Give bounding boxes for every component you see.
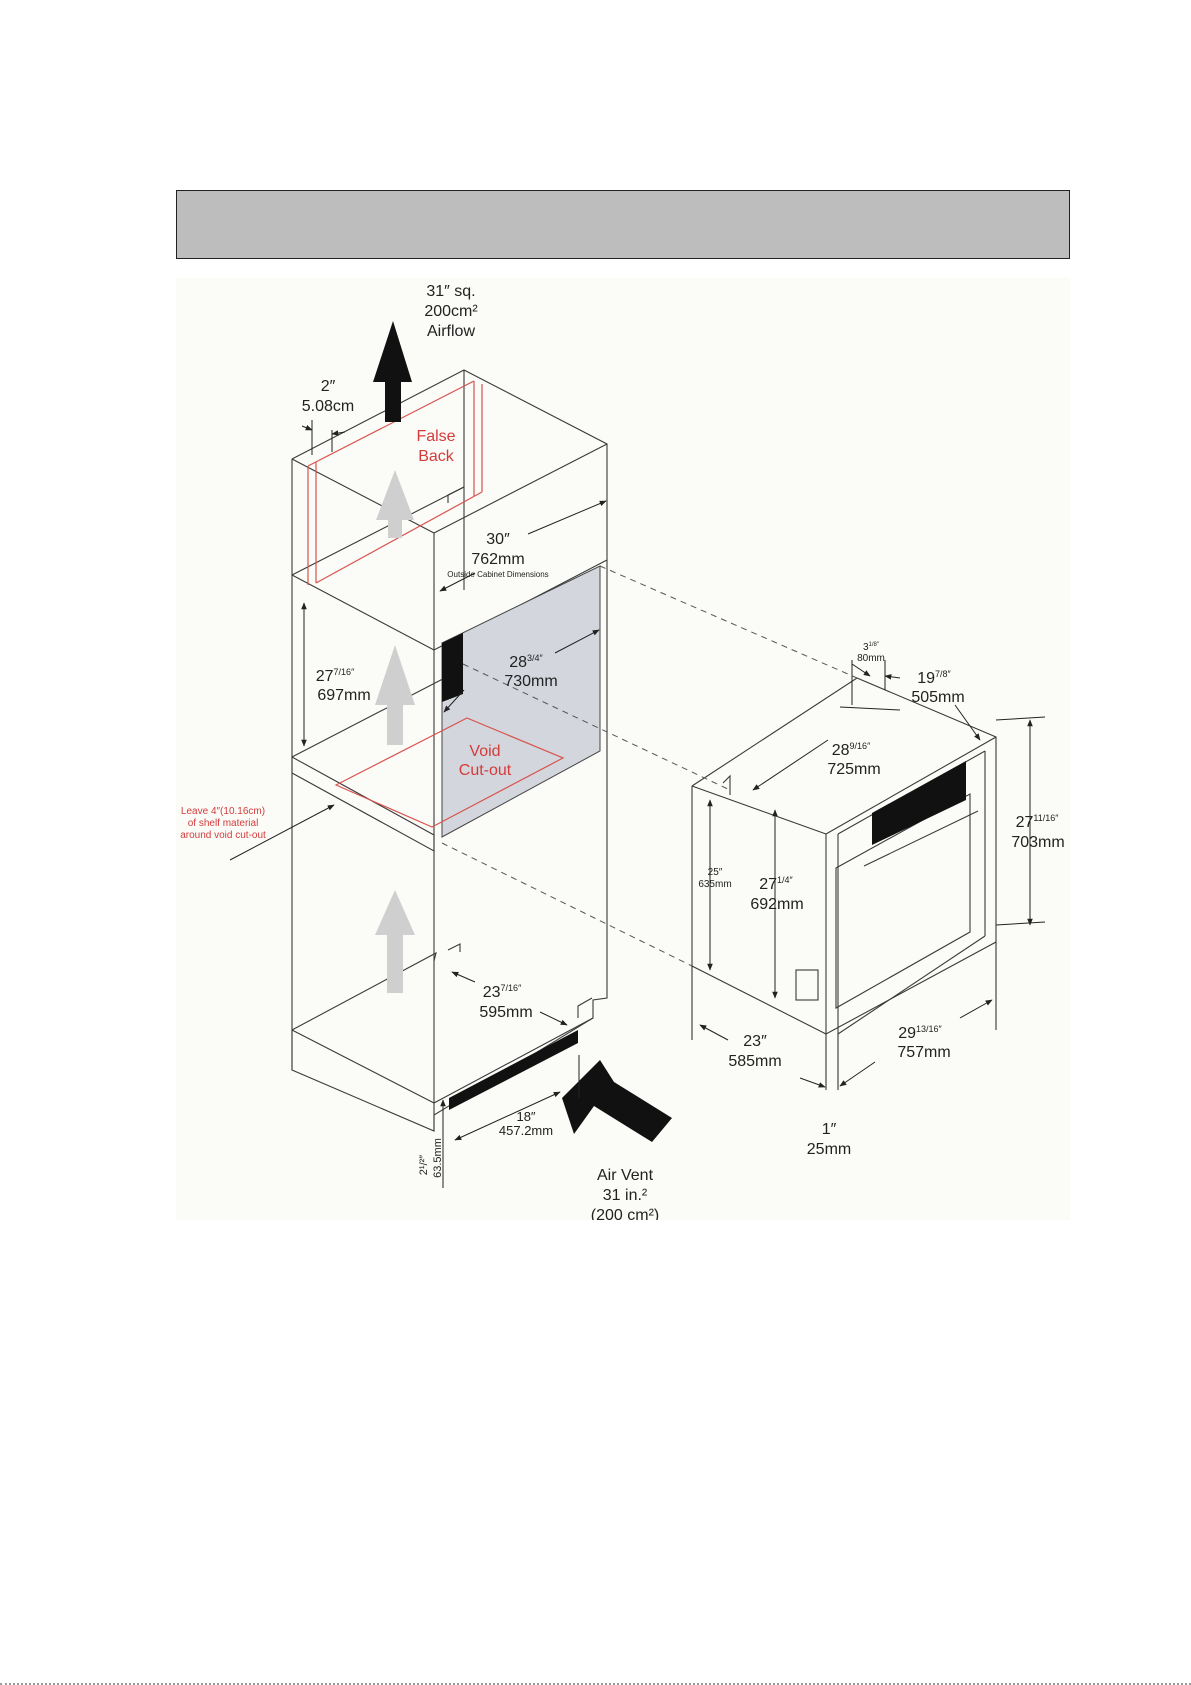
airflow-arrow-lower [375,890,415,993]
cabinet-width-imperial: 30″ [486,531,510,548]
oven-side-height-imperial: 25″ [708,867,723,878]
oven-depth-metric: 585mm [728,1053,781,1070]
void-outline [334,717,565,828]
shelf-note-line1: Leave 4″(10.16cm) [181,806,265,817]
cutout-width-whole: 28 [509,654,527,671]
top-vent-line2: 200cm² [424,303,478,320]
cutout-height-metric: 697mm [317,687,370,704]
exhaust-arrow [373,321,412,422]
cutout-window [441,565,601,838]
door-thickness-metric: 25mm [807,1141,851,1158]
header-bar [176,190,1070,259]
oven-top-width-label: 197/8″ [917,669,951,687]
oven-height-total-frac: 11/16″ [1033,813,1059,823]
oven-depth-top-whole: 28 [832,742,850,759]
oven-body-height-label: 271/4″ [759,875,793,893]
cutout-width-label: 283/4″ [509,653,543,671]
shelf-note-line3: around void cut-out [180,830,266,841]
oven-body-height-frac: 1/4″ [777,875,794,885]
cabinet-depth-label: 237/16″ [483,983,522,1001]
oven-width-label: 2913/16″ [898,1024,942,1042]
spacer-metric: 5.08cm [302,398,354,415]
cabinet-depth-frac: 7/16″ [501,983,523,993]
oven-top-width-metric: 505mm [911,689,964,706]
cabinet-depth-metric: 595mm [479,1004,532,1021]
cutout-width-metric: 730mm [504,673,557,690]
installation-diagram: 31″ sq. 200cm² Airflow 2″ 5.08cm False B… [176,278,1070,1220]
vent-height-imperial: 2¹/²″ [418,1155,430,1176]
vent-height-metric: 63.5mm [432,1138,444,1178]
oven-body-height-metric: 692mm [750,896,803,913]
door-thickness-imperial: 1″ [822,1121,837,1138]
oven-height-total-metric: 703mm [1011,834,1064,851]
spacer-imperial: 2″ [321,378,336,395]
cutout-height-frac: 7/16″ [334,667,356,677]
oven-width-metric: 757mm [897,1044,950,1061]
oven-top-offset-metric: 80mm [857,653,885,664]
cutout-height-whole: 27 [316,668,334,685]
oven-depth-top-metric: 725mm [827,761,880,778]
oven-body-height-whole: 27 [759,876,777,893]
vent-width-imperial: 18″ [516,1109,535,1124]
false-back-line2: Back [418,448,455,465]
oven-depth-top-frac: 9/16″ [850,741,872,751]
cutout-opening [442,633,463,702]
oven-depth-top-label: 289/16″ [832,741,871,759]
oven-top-offset-frac: 1/8″ [869,642,880,648]
cabinet [291,369,608,1132]
airflow-arrow-upper [376,470,414,538]
void-line2: Cut-out [459,762,512,779]
top-vent-line3: Airflow [427,323,475,340]
oven-depth-imperial: 23″ [743,1033,767,1050]
oven-top-width-whole: 19 [917,670,935,687]
air-vent-line3: (200 cm²) [591,1207,659,1220]
oven-width-frac: 13/16″ [916,1024,943,1034]
air-vent-line1: Air Vent [597,1167,654,1184]
installation-diagram-svg: 31″ sq. 200cm² Airflow 2″ 5.08cm False B… [180,283,1064,1220]
bottom-vent-slot [449,1030,578,1110]
oven-side-height-metric: 635mm [698,879,731,890]
cabinet-depth-whole: 23 [483,984,501,1001]
void-line1: Void [469,743,500,760]
cutout-width-frac: 3/4″ [527,653,544,663]
oven [691,677,997,1035]
air-vent-line2: 31 in.² [603,1187,648,1204]
page-bottom-rule [0,1683,1191,1685]
vent-width-metric: 457.2mm [499,1123,553,1138]
oven-width-whole: 29 [898,1025,916,1042]
oven-height-total-whole: 27 [1016,814,1034,831]
cutout-height-label: 277/16″ [316,667,355,685]
false-back-line1: False [416,428,455,445]
oven-top-offset-label: 31/8″ [863,642,880,653]
oven-top-offset-whole: 3 [863,642,869,653]
oven-height-total-label: 2711/16″ [1016,813,1060,831]
airflow-arrow-middle [375,645,415,745]
shelf-note-line2: of shelf material [188,818,259,829]
oven-top-width-frac: 7/8″ [935,669,952,679]
top-vent-line1: 31″ sq. [426,283,475,300]
cabinet-width-metric: 762mm [471,551,524,568]
intake-arrow [562,1060,672,1142]
cabinet-width-note: Outside Cabinet Dimensions [447,570,548,579]
